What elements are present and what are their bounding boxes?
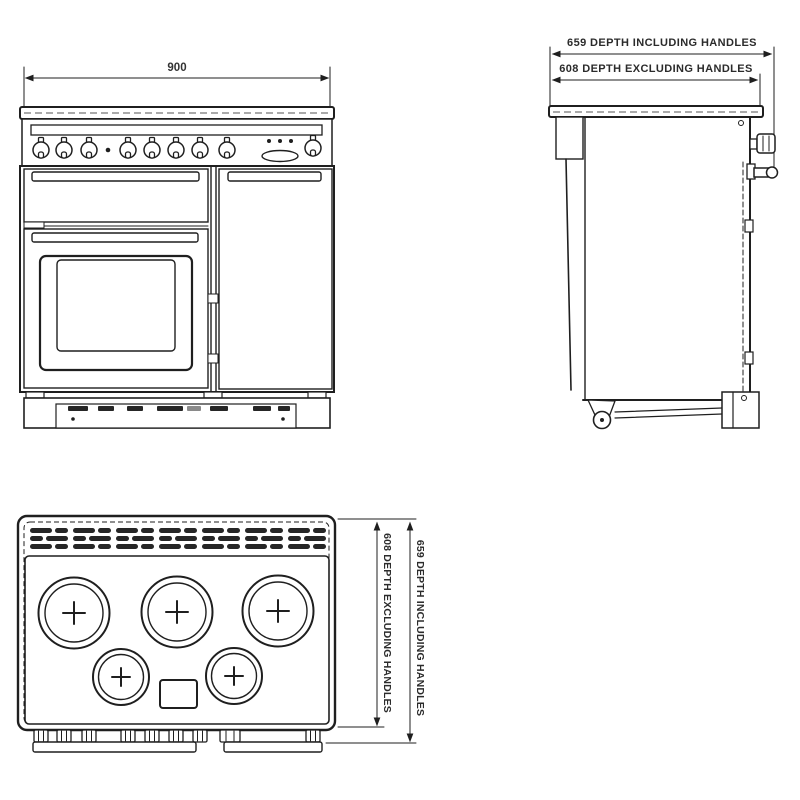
worktop <box>19 106 335 120</box>
burner-top-center <box>140 575 214 649</box>
rear-vent-grille <box>30 528 326 549</box>
plinth-vent-slots <box>68 406 290 411</box>
burner-top-right <box>241 574 315 648</box>
base-rail <box>614 407 723 419</box>
foot-bolt <box>741 395 747 401</box>
top-depth-including-label: 659 DEPTH INCLUDING HANDLES <box>414 540 426 716</box>
width-dimension: 900 <box>23 62 331 108</box>
hinge-detail <box>207 293 219 304</box>
plinth-screw <box>281 417 285 421</box>
side-view: 659 DEPTH INCLUDING HANDLES 608 DEPTH EX… <box>548 37 779 430</box>
control-panel-trim <box>30 124 323 136</box>
main-oven-door-handle <box>31 232 199 243</box>
control-knob-top <box>33 729 49 743</box>
front-handle-left-top-view <box>32 741 197 753</box>
grill-door-handle <box>31 171 200 182</box>
side-door-handle <box>746 163 779 180</box>
depth-dimension-including-handles: 659 DEPTH INCLUDING HANDLES <box>549 37 775 171</box>
front-handle-right-top-view <box>223 741 323 753</box>
vent-group <box>73 528 111 549</box>
indicator-lights <box>267 139 293 143</box>
vent-group <box>245 528 283 549</box>
hinge-detail <box>744 351 754 365</box>
plinth-screw <box>71 417 75 421</box>
tall-oven-door-handle <box>227 171 322 182</box>
main-oven <box>23 228 209 389</box>
rear-vent-bracket <box>555 116 584 160</box>
hinge-detail <box>207 353 219 364</box>
front-knob-row-top-view <box>33 729 321 743</box>
control-knob-top <box>192 729 208 743</box>
control-knob-top <box>81 729 97 743</box>
burner-bottom-left <box>92 648 150 706</box>
plinth <box>23 397 331 429</box>
top-view: 608 DEPTH EXCLUDING HANDLES 659 DEPTH IN… <box>16 514 426 753</box>
control-knob-top <box>144 729 160 743</box>
side-depth-including-label: 659 DEPTH INCLUDING HANDLES <box>567 37 757 49</box>
side-depth-excluding-label: 608 DEPTH EXCLUDING HANDLES <box>559 63 753 75</box>
vent-group <box>159 528 197 549</box>
hinge-detail <box>744 219 754 233</box>
control-knob-top <box>305 729 321 743</box>
vent-group <box>202 528 240 549</box>
castor-hub <box>600 418 604 422</box>
back-panel-outer-line <box>565 158 572 391</box>
front-foot <box>721 391 760 429</box>
vent-group <box>116 528 154 549</box>
side-control-knob <box>749 133 776 154</box>
top-view-depth-dimensions: 608 DEPTH EXCLUDING HANDLES 659 DEPTH IN… <box>325 518 426 744</box>
foot-tab <box>203 391 223 399</box>
control-knob-top <box>168 729 184 743</box>
clock-display <box>261 149 299 163</box>
tall-oven-door <box>218 168 333 390</box>
foot-tab <box>307 391 327 399</box>
grill-compartment <box>23 168 209 229</box>
tall-oven <box>218 168 333 390</box>
front-view: 900 <box>19 62 335 429</box>
width-dimension-label: 900 <box>167 62 186 74</box>
rear-castor <box>586 399 616 430</box>
vent-group <box>30 528 68 549</box>
burner-top-left <box>37 576 111 650</box>
top-depth-excluding-label: 608 DEPTH EXCLUDING HANDLES <box>381 533 393 713</box>
control-knob-top-wide <box>219 729 241 743</box>
oven-window-glass <box>56 259 176 352</box>
seam-latch <box>23 221 45 229</box>
control-knob-top <box>120 729 136 743</box>
foot-tab <box>25 391 45 399</box>
hob-inner-edge <box>23 521 330 725</box>
panel-screw <box>738 120 744 126</box>
depth-dimension-excluding-handles: 608 DEPTH EXCLUDING HANDLES <box>551 63 761 111</box>
control-knob-top <box>56 729 72 743</box>
griddle-zone <box>159 679 198 709</box>
pilot-light-dot <box>105 147 111 153</box>
vent-group <box>288 528 326 549</box>
burner-bottom-right <box>205 647 263 705</box>
